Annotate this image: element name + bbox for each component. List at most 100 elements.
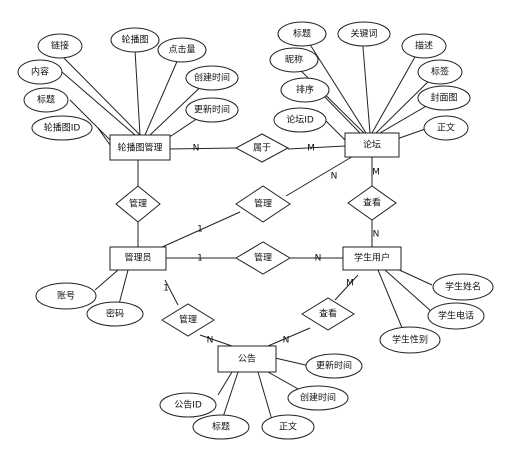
attr-forum-4-label: 标签 (431, 66, 449, 78)
edge-forum-title (303, 34, 367, 134)
entity-forum-label: 论坛 (363, 139, 381, 151)
relation-manage-carousel-label: 管理 (129, 198, 147, 210)
edge-student-gender (377, 269, 406, 336)
attr-student-2-ellipse[interactable] (379, 326, 441, 354)
entity-notice-label: 公告 (238, 353, 256, 365)
entity-carousel-mgmt[interactable] (109, 134, 171, 161)
edge-student-name (394, 267, 433, 286)
edge-student-phone (384, 269, 433, 313)
relationships: 属于 管理 管理 管理 查看 管理 查看 (115, 133, 397, 337)
attr-forum-7-ellipse[interactable] (273, 107, 327, 133)
attr-notice-1-label: 公告ID (174, 399, 202, 411)
card-admin-notice-top: 1 (163, 284, 169, 294)
attr-student-1-ellipse[interactable] (427, 302, 485, 330)
attr-forum-3-ellipse[interactable] (401, 33, 447, 59)
card-forum-student-top: M (372, 168, 380, 178)
attr-carousel-0-ellipse[interactable] (37, 33, 83, 59)
card-belongs-left: N (193, 144, 200, 154)
edge-manageforum-forum (285, 154, 356, 197)
attr-admin-1-ellipse[interactable] (86, 301, 144, 327)
entity-forum[interactable] (344, 132, 400, 158)
relation-view-notice[interactable] (301, 297, 355, 331)
attr-forum-6-label: 封面图 (430, 92, 457, 104)
relation-manage-notice-label: 管理 (179, 314, 197, 326)
relation-manage-forum-label: 管理 (254, 198, 272, 210)
edge-admin-manageforum (159, 211, 241, 249)
attr-forum-0-label: 标题 (293, 28, 311, 40)
attr-forum-8-label: 正文 (437, 122, 455, 134)
attr-forum-1-ellipse[interactable] (337, 21, 391, 47)
attr-carousel-3-ellipse[interactable] (17, 59, 63, 85)
card-forum-admin: N (331, 172, 338, 182)
attr-carousel-2-ellipse[interactable] (157, 37, 207, 63)
attr-carousel-6-ellipse[interactable] (185, 97, 239, 123)
edge-forum-body (393, 127, 429, 141)
attr-notice-2-label: 创建时间 (300, 392, 336, 404)
attr-carousel-1-ellipse[interactable] (110, 27, 160, 53)
attr-student-0-ellipse[interactable] (432, 273, 494, 301)
attr-forum-2-ellipse[interactable] (269, 47, 319, 73)
edge-carousel-clicks (144, 49, 183, 136)
relation-view-forum-label: 查看 (363, 197, 381, 209)
attr-notice-2-ellipse[interactable] (287, 385, 349, 411)
edge-notice-updated (274, 357, 311, 367)
attr-forum-2-label: 昵称 (285, 54, 303, 66)
entity-notice[interactable] (217, 345, 277, 373)
relation-manage-forum[interactable] (235, 185, 291, 223)
attr-student-2-label: 学生性别 (392, 334, 428, 346)
attr-admin-1-label: 密码 (106, 308, 124, 320)
relation-manage-user-label: 管理 (254, 252, 272, 264)
attr-carousel-5-ellipse[interactable] (23, 87, 69, 113)
relation-manage-notice[interactable] (161, 303, 215, 337)
cardinalities: N M 1 N 1 N M N 1 N M N (163, 144, 380, 346)
edge-forum-id (324, 119, 346, 141)
edge-carousel-id (97, 127, 111, 146)
relation-manage-carousel[interactable] (115, 185, 161, 223)
attr-notice-3-label: 标题 (212, 421, 230, 433)
card-admin-student-right: N (315, 254, 322, 264)
entity-student-user-label: 学生用户 (354, 252, 390, 264)
edge-belongs-forum (287, 145, 346, 150)
attr-forum-6-ellipse[interactable] (417, 85, 471, 111)
attr-notice-3-ellipse[interactable] (192, 414, 250, 440)
attr-admin-0-ellipse[interactable] (35, 282, 97, 310)
relation-view-forum[interactable] (347, 185, 397, 221)
edge-managenotice-notice (199, 334, 233, 347)
attr-carousel-2-label: 点击量 (168, 44, 195, 56)
attr-carousel-7-ellipse[interactable] (31, 115, 93, 141)
card-admin-forum: 1 (197, 225, 203, 235)
card-student-notice-top: M (346, 279, 354, 289)
edge-forum-nickname (289, 59, 365, 134)
entity-carousel-mgmt-label: 轮播图管理 (117, 142, 162, 154)
attr-notice-0-label: 更新时间 (316, 360, 352, 372)
attr-forum-8-ellipse[interactable] (423, 115, 469, 141)
entities: 轮播图管理 论坛 管理员 学生用户 公告 (109, 132, 402, 373)
attr-carousel-4-ellipse[interactable] (185, 65, 239, 91)
entity-admin-label: 管理员 (124, 252, 151, 264)
attr-forum-4-ellipse[interactable] (417, 59, 463, 85)
attr-forum-0-ellipse[interactable] (277, 21, 327, 47)
card-admin-student-left: 1 (197, 254, 203, 264)
entity-student-user[interactable] (342, 246, 402, 271)
relation-belongs[interactable] (234, 133, 290, 163)
diagram-edges (59, 34, 441, 421)
attr-admin-0-label: 账号 (57, 291, 75, 302)
edge-notice-body (257, 371, 273, 421)
edge-notice-id (217, 371, 233, 396)
attr-carousel-7-label: 轮播图ID (44, 122, 81, 134)
attr-carousel-1-label: 轮播图 (121, 34, 148, 46)
attr-carousel-4-label: 创建时间 (194, 72, 230, 84)
relation-manage-user[interactable] (235, 241, 291, 275)
edge-carousel-title (69, 99, 111, 141)
attr-notice-0-ellipse[interactable] (305, 353, 363, 379)
attr-carousel-3-label: 内容 (31, 66, 49, 78)
attr-carousel-0-label: 链接 (51, 40, 69, 52)
edge-forum-desc (371, 47, 421, 134)
attr-notice-1-ellipse[interactable] (159, 392, 217, 418)
attr-notice-4-ellipse[interactable] (261, 414, 315, 440)
entity-admin[interactable] (109, 246, 167, 271)
attr-forum-5-ellipse[interactable] (280, 77, 330, 103)
edge-forum-keyword (361, 34, 371, 134)
edge-carousel-content (61, 71, 136, 136)
